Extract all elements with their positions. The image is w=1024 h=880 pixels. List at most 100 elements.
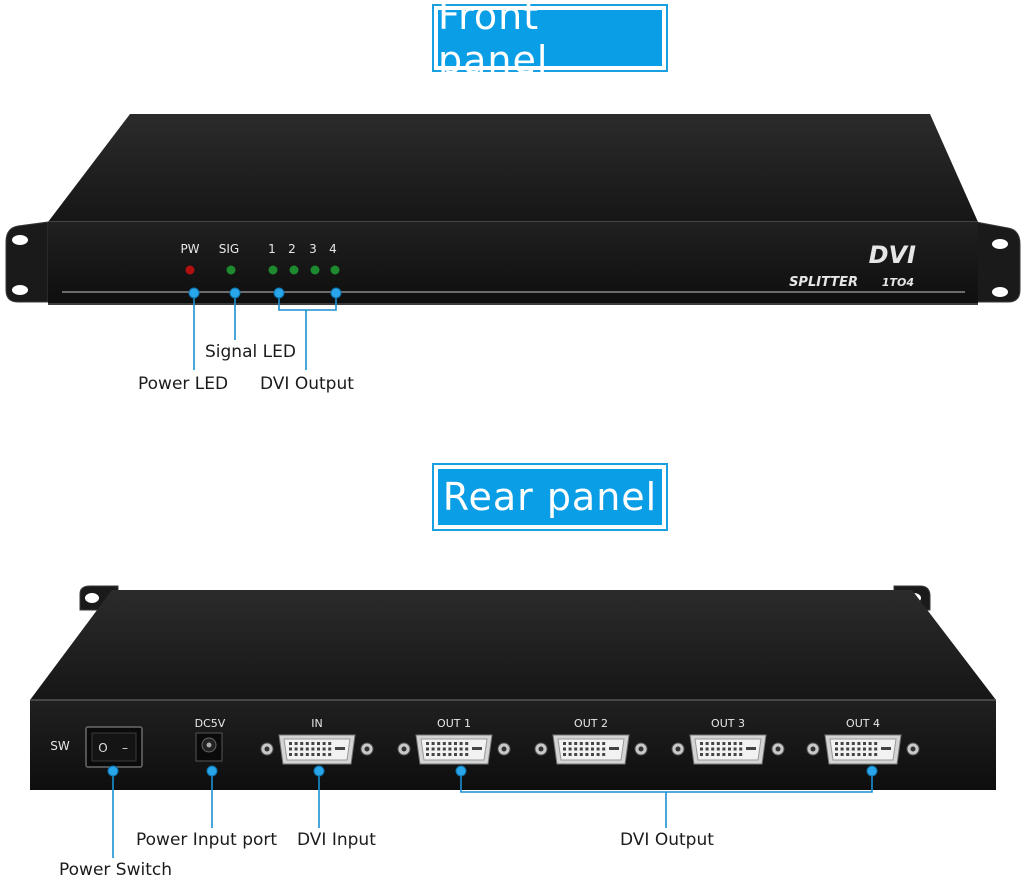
dvi-pin <box>739 742 743 745</box>
switch-on-mark: O <box>98 741 107 755</box>
dvi-pin <box>305 742 309 745</box>
dvi-pin <box>459 753 463 756</box>
dvi-pin <box>851 747 855 751</box>
dvi-pin <box>311 747 315 751</box>
dvi-input-port[interactable] <box>260 734 374 765</box>
dvi-pin <box>448 753 452 756</box>
dvi-pin <box>722 742 726 745</box>
dvi-screw-hole <box>364 746 370 752</box>
dvi-pin <box>426 753 429 756</box>
dvi-pin <box>705 753 709 756</box>
dvi-pin <box>711 747 715 751</box>
output-led-2 <box>289 265 299 275</box>
dvi-pin <box>840 747 844 751</box>
rear-chassis-top <box>30 590 996 700</box>
dvi-pin <box>317 747 320 751</box>
dvi-pin <box>574 753 578 756</box>
dvi-pin <box>454 742 457 745</box>
dvi-pin <box>568 742 572 745</box>
dvi-pin <box>711 753 715 756</box>
led-label-4: 4 <box>329 242 337 256</box>
dvi-blade <box>881 747 891 750</box>
front-rack-ear-right <box>975 221 1021 303</box>
rear-label-out1: OUT 1 <box>437 717 471 730</box>
rear-label-out3: OUT 3 <box>711 717 745 730</box>
dvi-pin <box>465 753 469 756</box>
dvi-pin <box>596 742 600 745</box>
dvi-pin <box>311 742 315 745</box>
dvi-pin <box>437 747 441 751</box>
power-rocker-switch[interactable]: O – <box>85 726 143 768</box>
dvi-pin <box>851 742 855 745</box>
power-led-indicator <box>185 265 195 275</box>
dvi-pin <box>840 742 844 745</box>
dvi-pin <box>305 753 309 756</box>
rear-label-out2: OUT 2 <box>574 717 608 730</box>
device-brand-label: DVI <box>869 241 916 269</box>
rear-callout-dots <box>107 765 878 777</box>
dvi-pin <box>868 747 872 751</box>
dc-power-jack[interactable] <box>195 732 223 762</box>
dvi-pin <box>311 753 315 756</box>
dvi-pin <box>289 742 292 745</box>
dvi-pin <box>591 753 594 756</box>
dvi-pin <box>835 747 838 751</box>
dvi-pin <box>426 747 429 751</box>
dvi-pin <box>574 747 578 751</box>
output-led-1 <box>268 265 278 275</box>
dvi-screw-hole <box>264 746 270 752</box>
output-led-4 <box>330 265 340 275</box>
dvi-screw-hole <box>401 746 407 752</box>
dvi-pin <box>328 742 332 745</box>
callout-power-input-port: Power Input port <box>136 830 278 850</box>
switch-off-mark: – <box>122 741 128 755</box>
dvi-pin <box>728 742 731 745</box>
dvi-pin <box>454 747 457 751</box>
dvi-pin <box>568 753 572 756</box>
led-label-sig: SIG <box>219 242 239 256</box>
dvi-output-port-1[interactable] <box>397 734 511 765</box>
dvi-screw-hole <box>538 746 544 752</box>
dvi-pin <box>591 742 594 745</box>
rear-label-out4: OUT 4 <box>846 717 880 730</box>
dvi-pin <box>835 753 838 756</box>
dvi-pin <box>863 742 866 745</box>
dvi-pin <box>448 742 452 745</box>
dvi-pin <box>722 747 726 751</box>
dvi-pin <box>857 742 861 745</box>
device-ratio-label: 1TO4 <box>882 276 914 289</box>
dvi-pin <box>585 753 589 756</box>
dvi-output-port-3[interactable] <box>671 734 785 765</box>
dvi-ports-group <box>260 734 920 765</box>
dvi-output-port-2[interactable] <box>534 734 648 765</box>
dvi-pin <box>851 753 855 756</box>
rear-panel-title-text: Rear panel <box>438 469 662 525</box>
dvi-pin <box>596 753 600 756</box>
dvi-pin <box>579 753 583 756</box>
dvi-output-port-4[interactable] <box>806 734 920 765</box>
rear-label-in: IN <box>311 717 322 730</box>
dvi-pin <box>728 753 731 756</box>
dvi-pin <box>289 753 292 756</box>
dvi-pin <box>733 742 737 745</box>
rear-label-sw: SW <box>50 739 70 753</box>
dvi-pin <box>431 747 435 751</box>
dvi-pin <box>874 742 878 745</box>
rear-panel-title: Rear panel <box>432 463 668 531</box>
dvi-pin <box>711 742 715 745</box>
dvi-pin <box>840 753 844 756</box>
dvi-screw-hole <box>675 746 681 752</box>
dvi-pin <box>563 753 566 756</box>
dvi-pin <box>722 753 726 756</box>
dvi-pin <box>716 747 720 751</box>
dvi-pin <box>857 747 861 751</box>
dvi-pin <box>437 742 441 745</box>
dvi-pin <box>563 747 566 751</box>
callout-power-switch: Power Switch <box>59 860 173 880</box>
dvi-pin <box>431 753 435 756</box>
dvi-pin <box>596 747 600 751</box>
callout-signal-led: Signal LED <box>205 342 296 362</box>
callout-front-dvi-output: DVI Output <box>260 374 354 394</box>
dvi-pin <box>426 742 429 745</box>
dvi-pin <box>568 747 572 751</box>
